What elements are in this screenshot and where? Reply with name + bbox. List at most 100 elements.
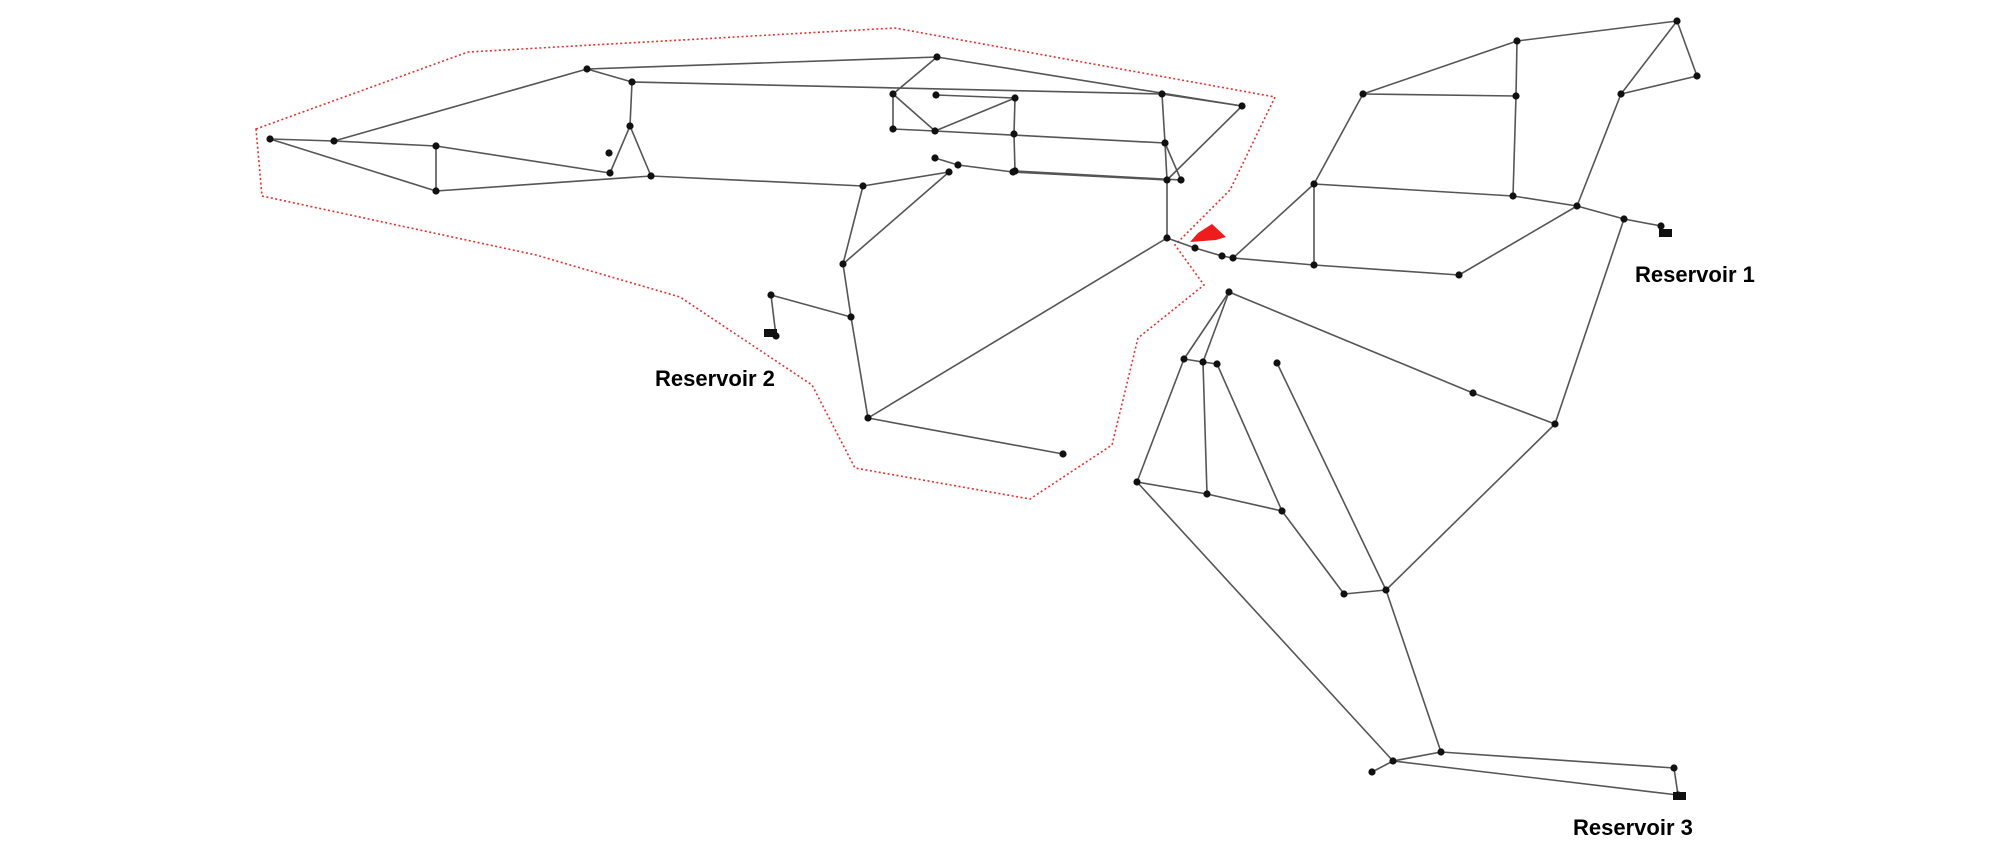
junction-node-b3	[1229, 254, 1237, 262]
pipe-b3-b15	[1232, 257, 1315, 266]
junction-node-a25	[954, 161, 962, 169]
junction-node-b31	[1368, 768, 1376, 776]
junction-node-b6	[1673, 17, 1681, 25]
pipe-a34-a29	[867, 237, 1168, 419]
junction-node-a3	[432, 142, 440, 150]
pipe-b30-b31	[1371, 760, 1394, 773]
pipe-b9-b11	[1512, 95, 1517, 197]
pipe-b5-b9	[1515, 40, 1518, 97]
reservoir-3-icon	[1673, 792, 1686, 800]
junction-node-a20	[1010, 130, 1018, 138]
pipe-b21-b28	[1276, 362, 1387, 591]
pipe-a16-a23	[1166, 105, 1243, 181]
pipe-a1-a4	[269, 138, 437, 192]
pipe-a5-a11	[586, 56, 938, 70]
pipe-a1-a2	[269, 138, 335, 142]
pipe-b18-b24	[1136, 358, 1185, 483]
pipe-a14-a20	[1013, 97, 1016, 135]
junction-node-a16	[1238, 102, 1246, 110]
junction-node-a27	[859, 182, 867, 190]
pipe-b6-b7	[1676, 20, 1698, 77]
junction-node-b29	[1437, 748, 1445, 756]
pipe-b8-b12	[1576, 93, 1622, 207]
junction-node-b15	[1310, 261, 1318, 269]
junction-node-b32	[1670, 764, 1678, 772]
junction-node-b4	[1359, 90, 1367, 98]
pipe-b23-b28	[1385, 423, 1556, 591]
pipe-a34-a35	[867, 417, 1064, 455]
pipe-b22-b23	[1472, 392, 1556, 425]
pipe-a11-a12	[892, 56, 938, 95]
junction-node-a7	[626, 122, 634, 130]
junction-node-a24	[1177, 176, 1185, 184]
pipe-b10-b11	[1313, 183, 1514, 197]
junction-node-b16	[1455, 271, 1463, 279]
junction-node-a23	[1163, 176, 1171, 184]
junction-node-a18	[931, 127, 939, 135]
junction-node-a31	[847, 313, 855, 321]
junction-node-b26	[1278, 507, 1286, 515]
reservoir-2-icon	[764, 329, 777, 337]
pipe-b24-b30	[1136, 481, 1394, 762]
pipe-b17-b18	[1183, 291, 1230, 360]
pipe-b28-b29	[1385, 589, 1442, 753]
junction-node-b7	[1693, 72, 1701, 80]
pipe-b3-b10	[1232, 183, 1315, 259]
pipe-a18-a22	[934, 130, 1166, 144]
pipe-a30-a31	[842, 263, 852, 318]
junction-node-a30	[839, 260, 847, 268]
pipes-layer	[269, 20, 1698, 796]
pipe-a7-a9	[609, 125, 631, 174]
pipe-b29-b32	[1440, 751, 1675, 769]
junction-node-a8	[605, 149, 613, 157]
pipe-a6-a15	[631, 81, 1163, 95]
pipe-a31-a34	[850, 316, 869, 419]
junction-node-b10	[1310, 180, 1318, 188]
pipe-a22-a24	[1164, 142, 1182, 181]
junction-node-b20	[1213, 360, 1221, 368]
pipe-a7-a10	[629, 125, 652, 177]
junction-node-b24	[1133, 478, 1141, 486]
junction-node-a12	[889, 90, 897, 98]
junction-node-b5	[1513, 37, 1521, 45]
junction-node-a26	[945, 168, 953, 176]
pipe-a3-a9	[435, 145, 611, 174]
junction-node-a14	[1011, 94, 1019, 102]
pipe-b32-b33	[1673, 767, 1679, 796]
junction-node-a6	[628, 78, 636, 86]
junction-node-b17	[1225, 288, 1233, 296]
reservoir-3-label: Reservoir 3	[1573, 815, 1693, 840]
junction-node-b27	[1340, 590, 1348, 598]
pipe-a5-a6	[586, 68, 633, 83]
junction-node-a22	[1161, 139, 1169, 147]
junction-node-b13	[1620, 215, 1628, 223]
pipe-a20-a21	[1013, 133, 1016, 172]
junction-node-a9	[606, 169, 614, 177]
pipe-b4-b10	[1313, 93, 1364, 185]
pipe-b26-b27	[1281, 510, 1345, 595]
pipe-a13-a14	[935, 94, 1016, 99]
junction-node-b23	[1551, 420, 1559, 428]
junction-node-a5	[583, 65, 591, 73]
junction-node-a10	[647, 172, 655, 180]
pipe-a17-a18	[892, 128, 936, 132]
junction-node-b22	[1469, 389, 1477, 397]
reservoirs-layer	[764, 229, 1686, 800]
junction-node-b18	[1180, 355, 1188, 363]
pipe-b1-b2	[1194, 247, 1223, 257]
junction-node-b25	[1203, 490, 1211, 498]
junction-node-b2	[1218, 252, 1226, 260]
pipe-a10-a27	[650, 175, 864, 187]
pipe-a15-a16	[1161, 93, 1243, 107]
junction-node-a1	[266, 135, 274, 143]
pipe-a28-a23	[1012, 171, 1168, 181]
pipe-a6-a7	[629, 81, 633, 127]
junction-node-a34	[864, 414, 872, 422]
pipe-b7-b8	[1620, 75, 1698, 95]
junction-node-b19	[1199, 358, 1207, 366]
pipe-b24-b25	[1136, 481, 1208, 495]
junction-node-a32	[767, 291, 775, 299]
junction-node-b30	[1389, 757, 1397, 765]
pipe-b30-b33	[1392, 760, 1679, 796]
